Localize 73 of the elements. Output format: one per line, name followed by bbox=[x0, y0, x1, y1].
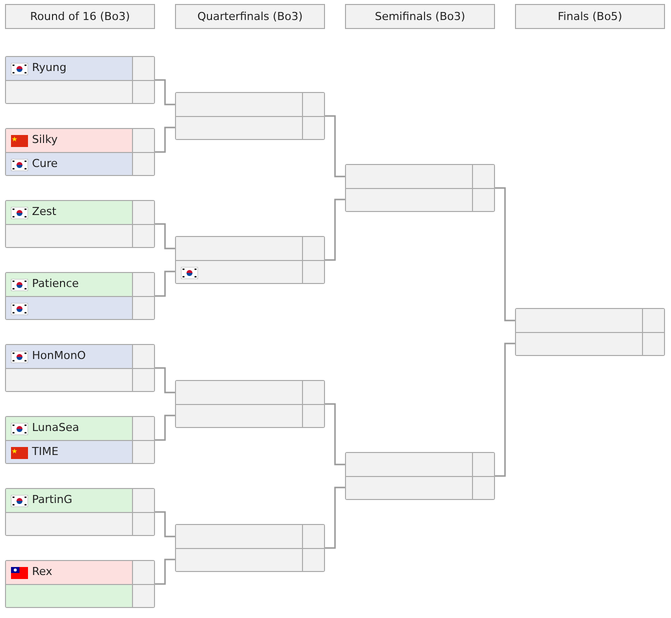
match-box bbox=[345, 452, 495, 500]
match-box bbox=[5, 272, 155, 320]
round-header: Finals (Bo5) bbox=[515, 4, 665, 29]
match-box bbox=[5, 416, 155, 464]
match-box bbox=[5, 128, 155, 176]
player-name: Silky bbox=[32, 133, 58, 147]
bracket-connector bbox=[155, 223, 176, 250]
player-slot bbox=[6, 80, 154, 103]
player-slot bbox=[176, 93, 324, 116]
bracket-connector bbox=[155, 414, 176, 441]
player-slot bbox=[516, 309, 664, 332]
round-header: Semifinals (Bo3) bbox=[345, 4, 495, 29]
round-header: Quarterfinals (Bo3) bbox=[175, 4, 325, 29]
match-box bbox=[345, 164, 495, 212]
player-slot bbox=[6, 224, 154, 247]
player-name: LunaSea bbox=[32, 421, 80, 435]
player-name: Ryung bbox=[32, 61, 66, 75]
player-name: Cure bbox=[32, 157, 58, 171]
bracket-connector bbox=[325, 198, 346, 261]
player-slot bbox=[346, 476, 494, 499]
player-slot bbox=[6, 417, 154, 440]
player-slot bbox=[6, 489, 154, 512]
match-box bbox=[175, 92, 325, 140]
player-slot bbox=[516, 332, 664, 355]
player-slot bbox=[176, 548, 324, 571]
bracket-connector bbox=[155, 367, 176, 394]
player-slot bbox=[6, 296, 154, 319]
player-name: HonMonO bbox=[32, 349, 86, 363]
player-slot bbox=[176, 525, 324, 548]
player-slot bbox=[346, 165, 494, 188]
player-slot bbox=[6, 345, 154, 368]
match-box bbox=[5, 488, 155, 536]
bracket-connector bbox=[155, 79, 176, 106]
bracket-connector bbox=[155, 558, 176, 585]
player-slot bbox=[6, 584, 154, 607]
match-box bbox=[5, 200, 155, 248]
player-slot bbox=[176, 116, 324, 139]
round-header: Round of 16 (Bo3) bbox=[5, 4, 155, 29]
match-box bbox=[5, 344, 155, 392]
player-name: Zest bbox=[32, 205, 56, 219]
player-slot bbox=[6, 57, 154, 80]
player-slot bbox=[176, 237, 324, 260]
player-slot bbox=[6, 561, 154, 584]
player-slot bbox=[176, 260, 324, 283]
bracket-connector bbox=[495, 187, 516, 322]
match-box bbox=[175, 236, 325, 284]
player-slot bbox=[6, 440, 154, 463]
bracket-connector bbox=[155, 270, 176, 297]
bracket-connector bbox=[155, 126, 176, 153]
player-slot bbox=[6, 273, 154, 296]
player-slot bbox=[6, 512, 154, 535]
player-slot bbox=[346, 188, 494, 211]
player-name: Rex bbox=[32, 565, 52, 579]
player-name: TIME bbox=[32, 445, 58, 459]
player-name: Patience bbox=[32, 277, 79, 291]
match-box bbox=[5, 56, 155, 104]
player-slot bbox=[6, 201, 154, 224]
match-box bbox=[5, 560, 155, 608]
bracket-connector bbox=[495, 342, 516, 477]
bracket-connector bbox=[325, 486, 346, 549]
match-box bbox=[175, 380, 325, 428]
player-slot bbox=[6, 152, 154, 175]
match-box bbox=[515, 308, 665, 356]
player-slot bbox=[6, 129, 154, 152]
player-slot bbox=[6, 368, 154, 391]
bracket-connector bbox=[325, 115, 346, 178]
player-slot bbox=[346, 453, 494, 476]
match-box bbox=[175, 524, 325, 572]
player-slot bbox=[176, 381, 324, 404]
player-slot bbox=[176, 404, 324, 427]
bracket-connector bbox=[325, 403, 346, 466]
bracket-connector bbox=[155, 511, 176, 538]
player-name: PartinG bbox=[32, 493, 72, 507]
